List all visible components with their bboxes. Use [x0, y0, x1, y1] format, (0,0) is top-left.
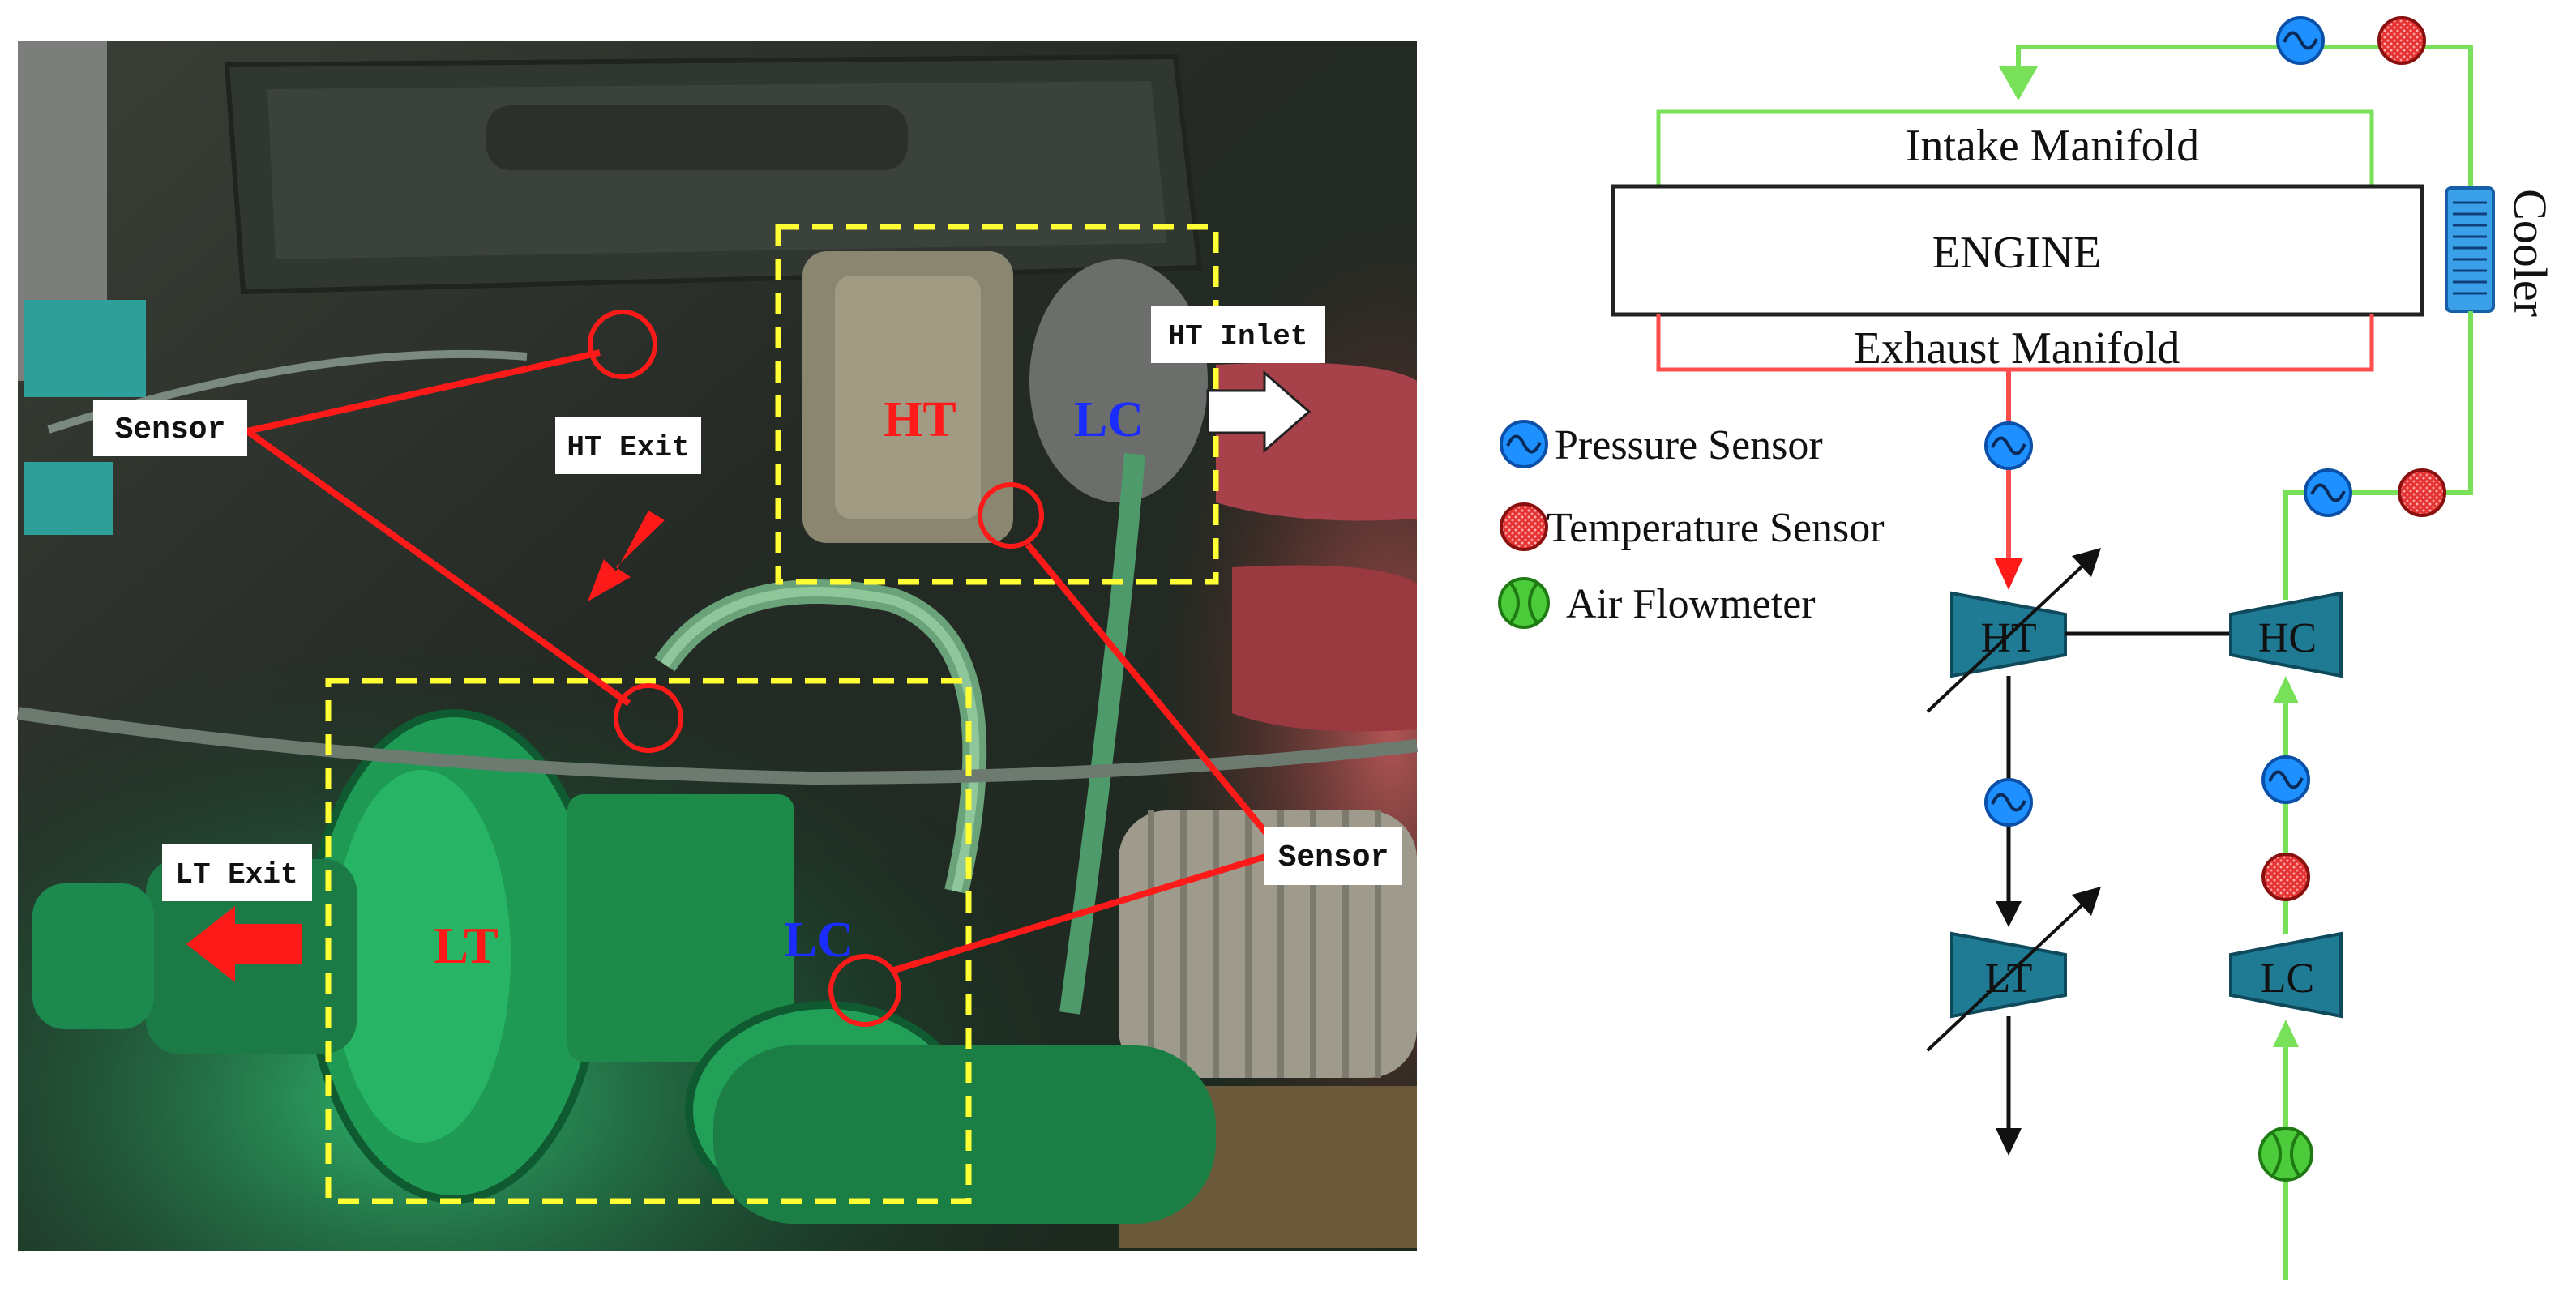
lt-lc-highlight-box: [325, 678, 972, 1204]
ht-photo-label: HT: [884, 392, 956, 447]
legend-pressure-icon: [1500, 420, 1548, 468]
pressure-sensor-icon: [1984, 421, 2033, 470]
sensor-circle-ht-region: [978, 482, 1044, 549]
legend-temperature-icon: [1500, 502, 1548, 551]
legend-flowmeter-icon: [1498, 577, 1550, 629]
lc-compressor-label: LC: [2261, 956, 2314, 1002]
intake-line: [1656, 109, 2374, 186]
ht-inlet-label: HT Inlet: [1151, 306, 1325, 363]
svg-text:HT Inlet: HT Inlet: [1168, 320, 1308, 353]
exhaust-line: [1656, 314, 2374, 372]
legend-pressure-label: Pressure Sensor: [1555, 422, 1823, 468]
svg-text:LT Exit: LT Exit: [175, 858, 297, 891]
pressure-sensor-icon: [2304, 468, 2352, 517]
schematic: Intake Manifold ENGINE Exhaust Manifold …: [1611, 45, 2557, 1280]
cooler: [2445, 186, 2495, 313]
ht-exit-arrow: [588, 511, 665, 601]
temperature-sensor-icon: [2377, 16, 2426, 65]
cooler-label: Cooler: [2504, 189, 2557, 317]
exhaust-outlet-arrow: [1996, 1128, 2022, 1156]
lc-photo-label-bottom: LC: [784, 913, 854, 968]
pressure-sensor-icon: [1984, 778, 2033, 827]
legend: Pressure Sensor Temperature Sensor Air F…: [1498, 420, 1885, 629]
ht-exit-label: HT Exit: [555, 417, 701, 474]
air-flowmeter-icon: [2258, 1127, 2313, 1182]
lt-turbine-label: LT: [1985, 956, 2033, 1002]
legend-temperature-label: Temperature Sensor: [1547, 505, 1885, 551]
lt-photo-label: LT: [434, 917, 499, 974]
engine-photo: [16, 41, 1418, 1251]
sensor-label-left: Sensor: [93, 400, 247, 456]
sensor-label-right: Sensor: [1264, 827, 1402, 885]
legend-flowmeter-label: Air Flowmeter: [1566, 581, 1816, 627]
intake-arrow: [1999, 66, 2038, 100]
lt-exit-label: LT Exit: [162, 844, 312, 901]
temperature-sensor-icon: [2398, 468, 2446, 517]
temperature-sensor-icon: [2261, 853, 2310, 901]
sensor-leader-lines: [245, 349, 1274, 974]
intake-manifold-label: Intake Manifold: [1906, 121, 2199, 171]
sensor-circle-ht-exit: [588, 310, 657, 379]
ht-inlet-arrow: [1206, 370, 1312, 454]
engine-block: [1611, 184, 2424, 317]
exhaust-manifold-label: Exhaust Manifold: [1854, 323, 2180, 374]
svg-text:Sensor: Sensor: [115, 413, 226, 447]
engine-label: ENGINE: [1932, 228, 2101, 278]
lt-exit-arrow: [186, 906, 302, 982]
sensor-circle-lt-inlet: [614, 683, 683, 753]
svg-text:Sensor: Sensor: [1278, 840, 1389, 875]
svg-text:HT Exit: HT Exit: [567, 431, 689, 464]
pressure-sensor-icon: [2261, 755, 2310, 804]
sensor-circle-lc-bottom: [828, 954, 901, 1027]
lc-compressor: [2229, 931, 2343, 1019]
lc-photo-label-top: LC: [1074, 392, 1144, 447]
pressure-sensor-icon: [2276, 16, 2325, 65]
hc-compressor-label: HC: [2258, 615, 2317, 661]
hc-compressor: [2229, 591, 2343, 678]
